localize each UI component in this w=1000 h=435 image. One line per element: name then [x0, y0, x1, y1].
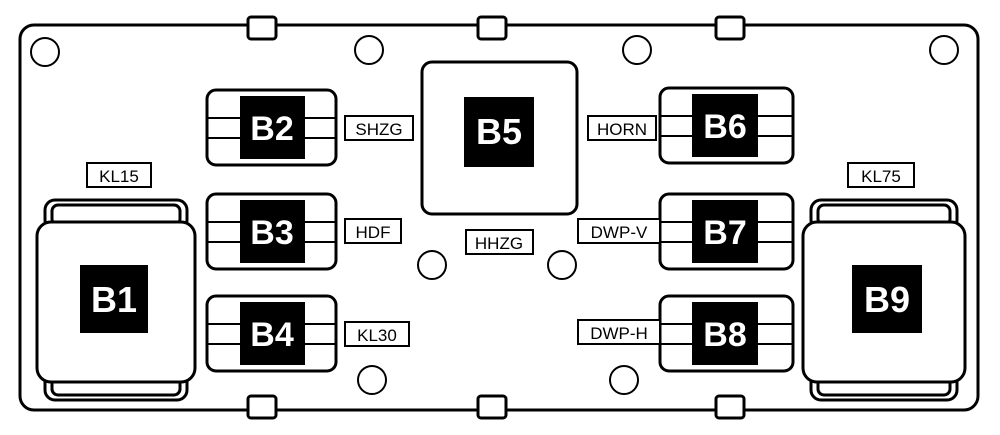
relay-b2-code: B2 — [250, 110, 293, 148]
label-kl30: KL30 — [344, 321, 410, 347]
relay-b4-code: B4 — [250, 316, 294, 354]
label-hhzg: HHZG — [465, 229, 534, 255]
relay-b5-code: B5 — [476, 111, 522, 152]
label-hdf-text: HDF — [356, 223, 391, 242]
label-hhzg-text: HHZG — [475, 234, 523, 253]
label-kl15-text: KL15 — [99, 167, 139, 186]
label-shzg: SHZG — [344, 115, 414, 141]
label-kl75: KL75 — [847, 162, 915, 188]
relay-b1: B1 — [35, 198, 197, 402]
relay-b2: B2 — [205, 88, 338, 167]
relay-b9-code: B9 — [864, 279, 910, 320]
label-horn-text: HORN — [597, 120, 647, 139]
label-dwp-v: DWP-V — [577, 218, 661, 244]
label-dwp-h: DWP-H — [577, 319, 661, 345]
relay-b8: B8 — [658, 294, 795, 373]
board-tabs — [246, 15, 746, 420]
label-hdf: HDF — [344, 218, 402, 244]
relay-b3: B3 — [205, 192, 338, 271]
relay-b6-code: B6 — [703, 108, 746, 146]
label-shzg-text: SHZG — [355, 120, 402, 139]
label-horn: HORN — [587, 115, 657, 141]
relay-b8-code: B8 — [703, 316, 746, 354]
label-dwp-v-text: DWP-V — [591, 223, 648, 242]
relay-b7-code: B7 — [703, 214, 746, 252]
label-kl30-text: KL30 — [357, 326, 397, 345]
mounting-holes — [30, 35, 959, 395]
relay-b9: B9 — [801, 198, 967, 402]
relay-b1-code: B1 — [91, 279, 137, 320]
relay-b3-code: B3 — [250, 214, 293, 252]
relay-b7: B7 — [658, 192, 795, 271]
relay-b5: B5 — [420, 60, 579, 216]
label-kl75-text: KL75 — [861, 167, 901, 186]
relay-b4: B4 — [205, 294, 338, 373]
label-dwp-h-text: DWP-H — [590, 324, 648, 343]
label-kl15: KL15 — [86, 162, 152, 188]
relay-b6: B6 — [658, 86, 795, 165]
